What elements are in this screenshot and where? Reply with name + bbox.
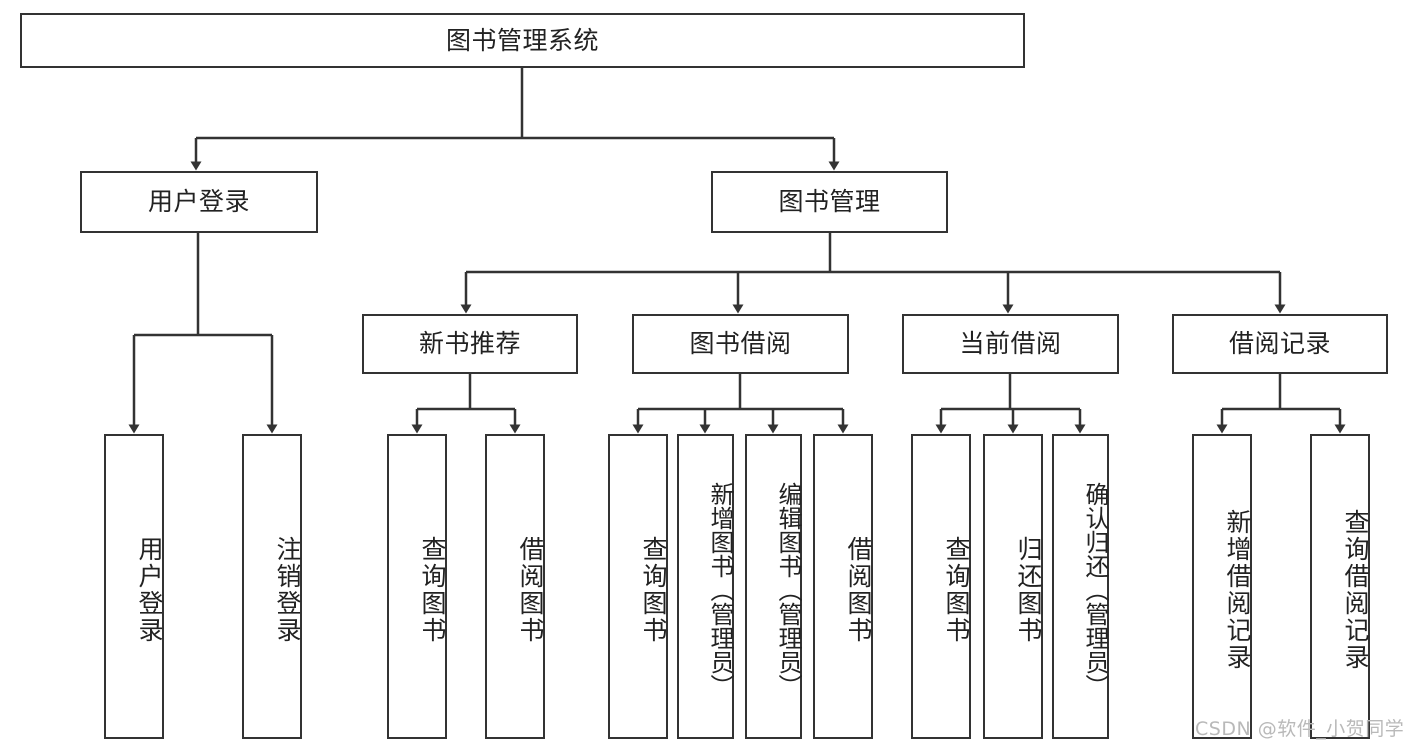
- leaf-query-book-borrow[interactable]: 查询图书: [608, 434, 668, 739]
- node-current-borrow[interactable]: 当前借阅: [902, 314, 1119, 374]
- leaf-query-book-recommend-label: 查询图书: [418, 535, 447, 644]
- node-user-login-label: 用户登录: [147, 187, 250, 217]
- node-user-login[interactable]: 用户登录: [80, 171, 318, 233]
- leaf-borrow-book-recommend-label: 借阅图书: [516, 535, 545, 644]
- leaf-borrow-book[interactable]: 借阅图书: [813, 434, 873, 739]
- node-borrow-record-label: 借阅记录: [1228, 329, 1331, 359]
- leaf-user-login-label: 用户登录: [135, 535, 164, 644]
- leaf-confirm-return-admin-label: 确认归还（管理员）: [1081, 481, 1109, 698]
- leaf-edit-book-admin-label: 编辑图书（管理员）: [774, 481, 802, 698]
- node-root[interactable]: 图书管理系统: [20, 13, 1025, 68]
- leaf-edit-book-admin[interactable]: 编辑图书（管理员）: [745, 434, 802, 739]
- leaf-add-borrow-record-label: 新增借阅记录: [1223, 508, 1252, 671]
- leaf-return-book-label: 归还图书: [1014, 535, 1043, 644]
- node-book-borrow[interactable]: 图书借阅: [632, 314, 849, 374]
- watermark: CSDN @软件_小贺同学: [1195, 718, 1405, 740]
- node-borrow-record[interactable]: 借阅记录: [1172, 314, 1388, 374]
- leaf-user-logout[interactable]: 注销登录: [242, 434, 302, 739]
- leaf-confirm-return-admin[interactable]: 确认归还（管理员）: [1052, 434, 1109, 739]
- leaf-add-book-admin[interactable]: 新增图书（管理员）: [677, 434, 734, 739]
- leaf-add-borrow-record[interactable]: 新增借阅记录: [1192, 434, 1252, 739]
- node-current-borrow-label: 当前借阅: [959, 329, 1062, 359]
- leaf-query-book-current[interactable]: 查询图书: [911, 434, 971, 739]
- node-new-book-recommend-label: 新书推荐: [418, 329, 521, 359]
- leaf-borrow-book-label: 借阅图书: [844, 535, 873, 644]
- leaf-query-book-current-label: 查询图书: [942, 535, 971, 644]
- leaf-add-book-admin-label: 新增图书（管理员）: [706, 481, 734, 698]
- node-book-manage-label: 图书管理: [778, 187, 881, 217]
- node-book-borrow-label: 图书借阅: [689, 329, 792, 359]
- leaf-query-book-recommend[interactable]: 查询图书: [387, 434, 447, 739]
- leaf-user-logout-label: 注销登录: [273, 535, 302, 644]
- node-new-book-recommend[interactable]: 新书推荐: [362, 314, 578, 374]
- leaf-borrow-book-recommend[interactable]: 借阅图书: [485, 434, 545, 739]
- leaf-query-book-borrow-label: 查询图书: [639, 535, 668, 644]
- node-root-label: 图书管理系统: [445, 25, 599, 55]
- leaf-query-borrow-record[interactable]: 查询借阅记录: [1310, 434, 1370, 739]
- node-book-manage[interactable]: 图书管理: [711, 171, 948, 233]
- leaf-user-login[interactable]: 用户登录: [104, 434, 164, 739]
- leaf-query-borrow-record-label: 查询借阅记录: [1341, 508, 1370, 671]
- leaf-return-book[interactable]: 归还图书: [983, 434, 1043, 739]
